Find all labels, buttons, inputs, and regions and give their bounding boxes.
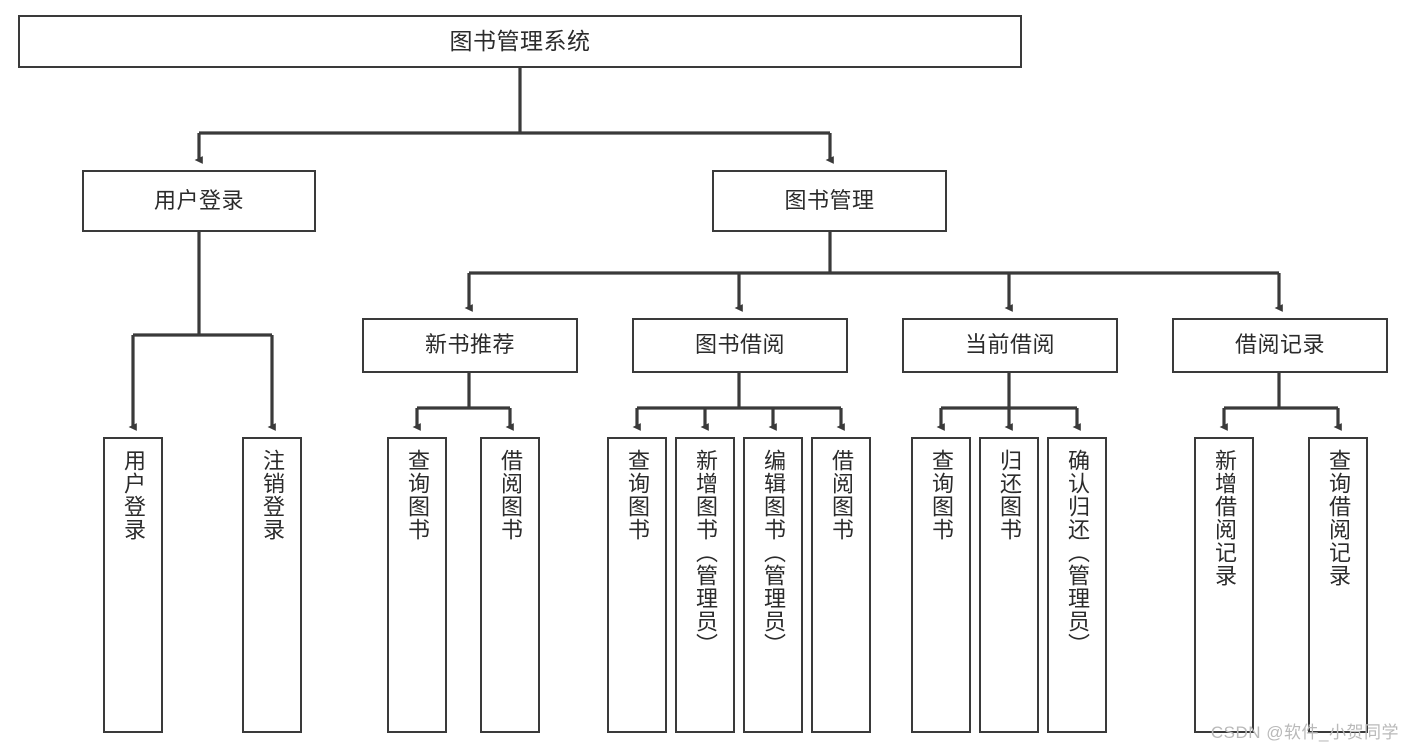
node-label: 查询借阅记录 — [1325, 449, 1351, 587]
node-leaf-user-logout[interactable]: 注销登录 — [242, 437, 302, 733]
node-leaf-user-login[interactable]: 用户登录 — [103, 437, 163, 733]
node-label: 查询图书 — [624, 449, 650, 541]
node-leaf-query-book-1[interactable]: 查询图书 — [387, 437, 447, 733]
node-label: 归还图书 — [996, 449, 1022, 541]
node-label: 新增借阅记录 — [1211, 449, 1237, 587]
node-label: 确认归还（管理员） — [1064, 449, 1090, 656]
node-label: 图书借阅 — [694, 332, 785, 358]
node-label: 用户登录 — [153, 187, 244, 213]
node-new-book-recommend[interactable]: 新书推荐 — [362, 318, 578, 373]
node-label: 注销登录 — [259, 449, 285, 541]
node-leaf-query-book-2[interactable]: 查询图书 — [607, 437, 667, 733]
node-user-login[interactable]: 用户登录 — [82, 170, 316, 232]
node-label: 借阅记录 — [1234, 332, 1325, 358]
csdn-watermark: CSDN @软件_小贺同学 — [1210, 723, 1399, 742]
node-leaf-add-book[interactable]: 新增图书（管理员） — [675, 437, 735, 733]
node-label: 当前借阅 — [964, 332, 1055, 358]
node-label: 图书管理系统 — [449, 27, 591, 54]
node-label: 查询图书 — [404, 449, 430, 541]
node-label: 查询图书 — [928, 449, 954, 541]
node-leaf-add-record[interactable]: 新增借阅记录 — [1194, 437, 1254, 733]
node-leaf-borrow-book-2[interactable]: 借阅图书 — [811, 437, 871, 733]
node-root-book-management-system[interactable]: 图书管理系统 — [18, 15, 1022, 68]
node-label: 新增图书（管理员） — [692, 449, 718, 656]
node-label: 编辑图书（管理员） — [760, 449, 786, 656]
node-borrow-record[interactable]: 借阅记录 — [1172, 318, 1388, 373]
node-current-borrow[interactable]: 当前借阅 — [902, 318, 1118, 373]
node-label: 借阅图书 — [828, 449, 854, 541]
node-label: 用户登录 — [120, 449, 146, 541]
node-label: 新书推荐 — [424, 332, 515, 358]
node-leaf-query-book-3[interactable]: 查询图书 — [911, 437, 971, 733]
node-book-manage[interactable]: 图书管理 — [712, 170, 947, 232]
node-label: 借阅图书 — [497, 449, 523, 541]
node-label: 图书管理 — [784, 187, 875, 213]
node-book-borrow[interactable]: 图书借阅 — [632, 318, 848, 373]
node-leaf-edit-book[interactable]: 编辑图书（管理员） — [743, 437, 803, 733]
node-leaf-return-book[interactable]: 归还图书 — [979, 437, 1039, 733]
node-leaf-query-record[interactable]: 查询借阅记录 — [1308, 437, 1368, 733]
node-leaf-borrow-book-1[interactable]: 借阅图书 — [480, 437, 540, 733]
node-leaf-confirm-return[interactable]: 确认归还（管理员） — [1047, 437, 1107, 733]
